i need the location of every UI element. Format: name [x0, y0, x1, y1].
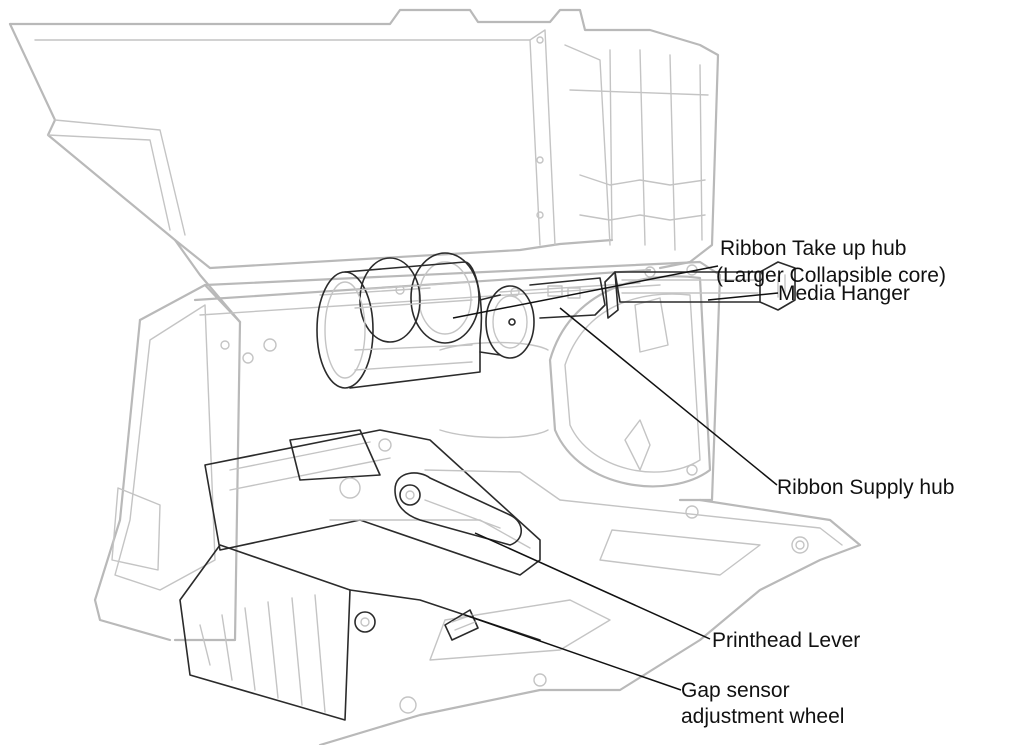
- open-lid: [8, 8, 720, 324]
- leader-gap-sensor: [464, 614, 682, 691]
- label-media-hanger: Media Hanger: [778, 282, 910, 305]
- label-ribbon-take-up-line2: (Larger Collapsible core): [716, 264, 946, 287]
- callout-labels: Ribbon Take up hub (Larger Collapsible c…: [681, 237, 954, 728]
- label-printhead-lever: Printhead Lever: [712, 629, 860, 652]
- gap-sensor-wheel: [444, 609, 479, 641]
- label-gap-sensor-line1: Gap sensor: [681, 679, 790, 702]
- label-ribbon-take-up-line1: Ribbon Take up hub: [720, 237, 906, 260]
- leader-media-hanger: [707, 292, 779, 301]
- callout-lines: [452, 265, 779, 691]
- ribbon-take-up-hub: [316, 261, 606, 389]
- media-side-plate: [548, 275, 712, 488]
- printhead-lever: [394, 472, 523, 546]
- front-tear-bar: [179, 544, 541, 721]
- printhead-mechanism: [204, 429, 561, 576]
- printer-body: [93, 260, 862, 745]
- leader-ribbon-supply: [559, 307, 778, 486]
- label-gap-sensor-line2: adjustment wheel: [681, 705, 844, 728]
- leader-printhead-lever: [474, 532, 711, 640]
- printer-illustration: [8, 8, 862, 745]
- label-ribbon-supply-hub: Ribbon Supply hub: [777, 476, 954, 499]
- leader-ribbon-take-up: [452, 265, 719, 319]
